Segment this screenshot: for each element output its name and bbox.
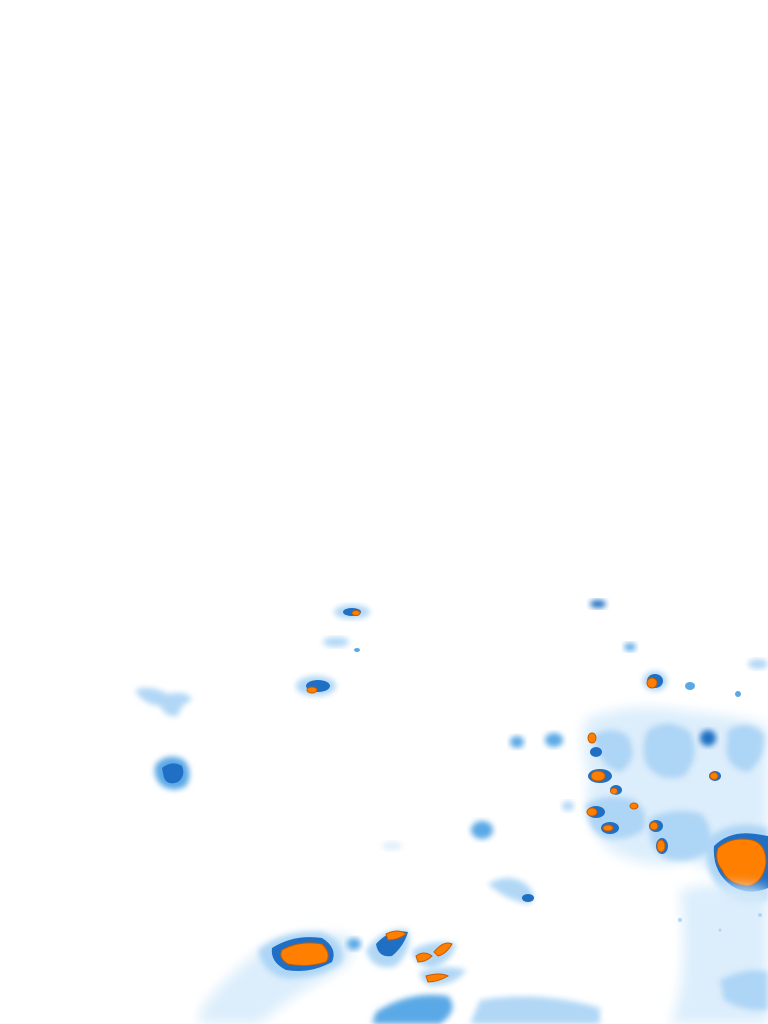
storm-cell-right-edge	[705, 824, 768, 904]
storm-cell-south-left	[200, 931, 361, 1024]
rain-cell-far-left	[135, 687, 192, 790]
rain-cluster-right-center	[382, 796, 711, 861]
rain-band-south-center	[470, 878, 768, 1024]
rain-cell-upper-right	[590, 600, 768, 691]
rain-cell-upper-left-cluster	[296, 605, 370, 696]
scattered-speckles	[598, 691, 762, 932]
rain-cluster-south-middle	[366, 929, 466, 1024]
